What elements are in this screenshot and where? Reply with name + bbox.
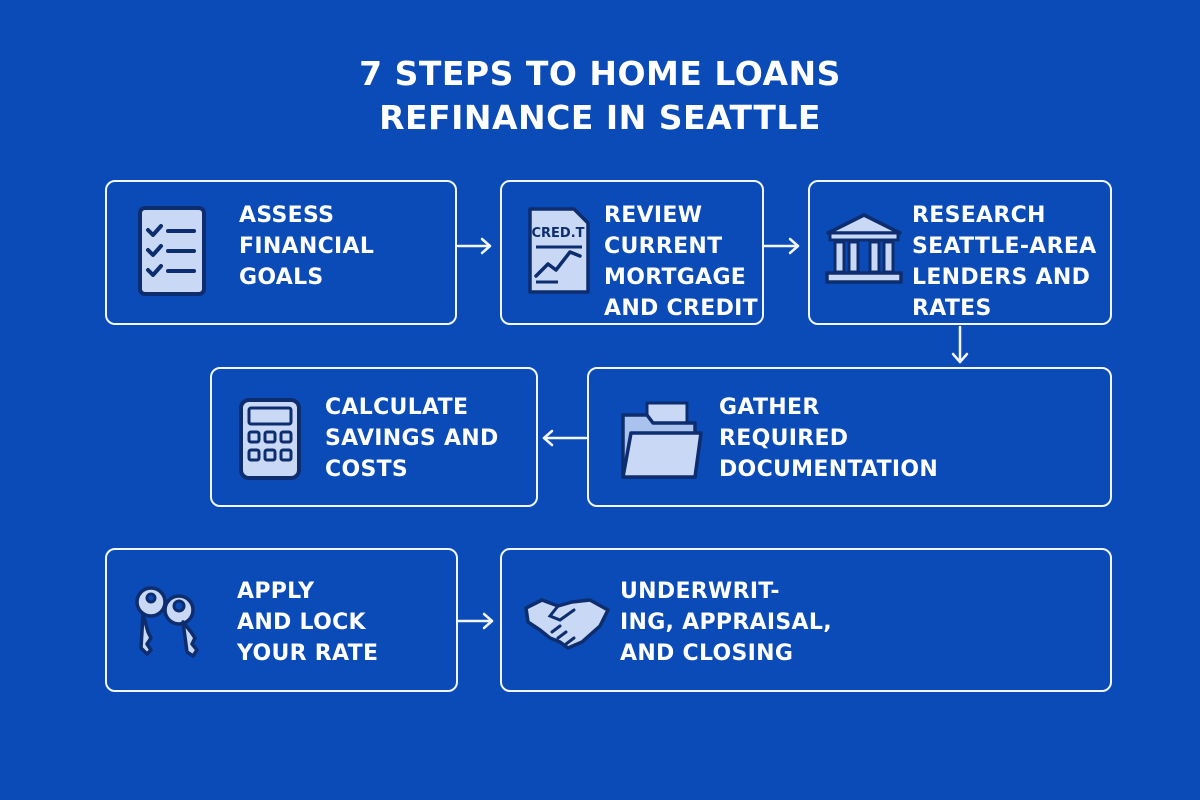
credit-report-icon: CRED.T	[528, 207, 590, 294]
step-2-line-4: AND CREDIT	[604, 296, 758, 321]
step-4-line-1: GATHER	[719, 395, 820, 420]
step-1-line-3: GOALS	[239, 265, 324, 290]
step-1-box: ASSESS FINANCIAL GOALS	[105, 180, 457, 325]
step-3-line-1: RESEARCH	[912, 203, 1046, 228]
step-2-line-3: MORTGAGE	[604, 265, 747, 290]
step-2-label: REVIEW CURRENT MORTGAGE AND CREDIT	[604, 200, 758, 324]
step-3-line-3: LENDERS AND	[912, 265, 1091, 290]
step-6-line-3: YOUR RATE	[237, 641, 379, 666]
keys-icon	[135, 586, 199, 658]
step-7-line-3: AND CLOSING	[620, 641, 794, 666]
title-line-1: 7 STEPS TO HOME LOANS	[359, 54, 841, 93]
step-4-line-3: DOCUMENTATION	[719, 457, 939, 482]
arrow-1-to-2	[456, 237, 492, 255]
step-5-label: CALCULATE SAVINGS AND COSTS	[325, 392, 499, 485]
folder-icon	[621, 401, 703, 479]
page-title: 7 STEPS TO HOME LOANS REFINANCE IN SEATT…	[0, 52, 1200, 140]
step-6-box: APPLY AND LOCK YOUR RATE	[105, 548, 458, 692]
step-6-line-2: AND LOCK	[237, 610, 366, 635]
step-1-line-1: ASSESS	[239, 203, 335, 228]
step-1-line-2: FINANCIAL	[239, 234, 375, 259]
checklist-icon	[138, 206, 206, 296]
arrow-3-to-4	[951, 325, 969, 364]
step-2-line-1: REVIEW	[604, 203, 703, 228]
step-6-label: APPLY AND LOCK YOUR RATE	[237, 576, 378, 669]
step-5-box: CALCULATE SAVINGS AND COSTS	[210, 367, 538, 507]
step-7-label: UNDERWRIT- ING, APPRAISAL, AND CLOSING	[620, 576, 832, 669]
step-1-label: ASSESS FINANCIAL GOALS	[239, 200, 374, 293]
title-line-2: REFINANCE IN SEATTLE	[379, 98, 821, 137]
step-6-line-1: APPLY	[237, 579, 315, 604]
step-7-line-1: UNDERWRIT-	[620, 579, 780, 604]
step-2-line-2: CURRENT	[604, 234, 723, 259]
step-3-line-2: SEATTLE-AREA	[912, 234, 1097, 259]
step-7-line-2: ING, APPRAISAL,	[620, 610, 832, 635]
step-4-line-2: REQUIRED	[719, 426, 849, 451]
handshake-icon	[524, 598, 610, 650]
step-5-line-1: CALCULATE	[325, 395, 469, 420]
bank-icon	[825, 213, 903, 284]
step-3-line-4: RATES	[912, 296, 992, 321]
step-4-label: GATHER REQUIRED DOCUMENTATION	[719, 392, 938, 485]
step-2-box: CRED.T REVIEW CURRENT MORTGAGE AND CREDI…	[500, 180, 764, 325]
arrow-6-to-7	[456, 612, 494, 630]
step-5-line-2: SAVINGS AND	[325, 426, 499, 451]
arrow-4-to-5	[542, 429, 588, 447]
step-5-line-3: COSTS	[325, 457, 409, 482]
step-3-label: RESEARCH SEATTLE-AREA LENDERS AND RATES	[912, 200, 1097, 324]
arrow-2-to-3	[762, 237, 800, 255]
step-4-box: GATHER REQUIRED DOCUMENTATION	[587, 367, 1112, 507]
step-7-box: UNDERWRIT- ING, APPRAISAL, AND CLOSING	[500, 548, 1112, 692]
credit-report-text: CRED.T	[531, 226, 584, 241]
step-3-box: RESEARCH SEATTLE-AREA LENDERS AND RATES	[808, 180, 1112, 325]
calculator-icon	[239, 398, 301, 480]
